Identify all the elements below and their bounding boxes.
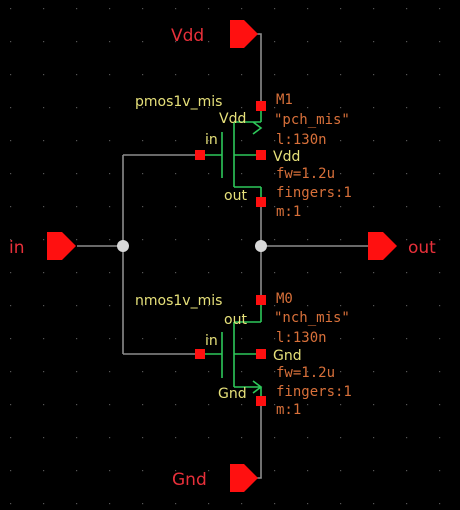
vdd-port-label: Vdd xyxy=(171,26,204,46)
nmos-finger-width: fw=1.2u xyxy=(276,365,335,381)
pmos-instance-name: M1 xyxy=(276,92,293,108)
out-port-arrow xyxy=(368,232,397,260)
nmos-gate-pin[interactable] xyxy=(195,349,205,359)
input-junction-dot[interactable] xyxy=(117,240,129,252)
nmos-fingers: fingers:1 xyxy=(276,384,352,400)
pmos-multiplier: m:1 xyxy=(276,204,301,220)
vdd-port[interactable]: Vdd xyxy=(171,20,258,48)
nmos-pin-label-bulk: Gnd xyxy=(273,348,302,364)
nmos-pin-label-source: Gnd xyxy=(218,386,247,402)
pmos-model: "pch_mis" xyxy=(274,112,350,128)
nmos-transistor-m0[interactable]: nmos1v_mis out in Gnd Gnd M0 "nch_mis" l… xyxy=(135,291,352,418)
pmos-cell-name: pmos1v_mis xyxy=(135,94,222,110)
pmos-pin-label-gate: in xyxy=(205,132,218,148)
pmos-bulk-pin[interactable] xyxy=(256,150,266,160)
nmos-pin-label-gate: in xyxy=(205,333,218,349)
pmos-pin-label-drain: out xyxy=(224,188,247,204)
vdd-port-arrow xyxy=(230,20,258,48)
out-port-label: out xyxy=(408,238,436,258)
pmos-transistor-m1[interactable]: pmos1v_mis Vdd in Vdd out M1 "pch_mis" l… xyxy=(135,92,352,220)
gnd-port[interactable]: Gnd xyxy=(172,464,258,492)
nmos-cell-name: nmos1v_mis xyxy=(135,293,222,309)
out-port[interactable]: out xyxy=(368,232,436,260)
pmos-finger-width: fw=1.2u xyxy=(276,166,335,182)
nmos-length: l:130n xyxy=(276,330,327,346)
nmos-model: "nch_mis" xyxy=(274,310,350,326)
nmos-multiplier: m:1 xyxy=(276,402,301,418)
in-port-arrow xyxy=(47,232,76,260)
input-gate-wire[interactable] xyxy=(77,154,200,355)
nmos-source-pin[interactable] xyxy=(256,396,266,406)
pmos-gate-pin[interactable] xyxy=(195,150,205,160)
in-port[interactable]: in xyxy=(9,232,76,260)
gnd-port-label: Gnd xyxy=(172,470,207,490)
pmos-pin-label-source: Vdd xyxy=(219,111,246,127)
pmos-source-pin[interactable] xyxy=(256,101,266,111)
nmos-drain-pin[interactable] xyxy=(256,295,266,305)
pmos-fingers: fingers:1 xyxy=(276,185,352,201)
nmos-instance-name: M0 xyxy=(276,291,293,307)
pmos-pin-label-bulk: Vdd xyxy=(273,149,300,165)
nmos-bulk-pin[interactable] xyxy=(256,349,266,359)
output-junction-dot[interactable] xyxy=(255,240,267,252)
pmos-drain-pin[interactable] xyxy=(256,197,266,207)
in-port-label: in xyxy=(9,238,25,258)
pmos-body xyxy=(200,106,263,202)
pmos-length: l:130n xyxy=(276,132,327,148)
gnd-port-arrow xyxy=(230,464,258,492)
nmos-body xyxy=(200,300,263,401)
nmos-pin-label-drain: out xyxy=(224,312,247,328)
